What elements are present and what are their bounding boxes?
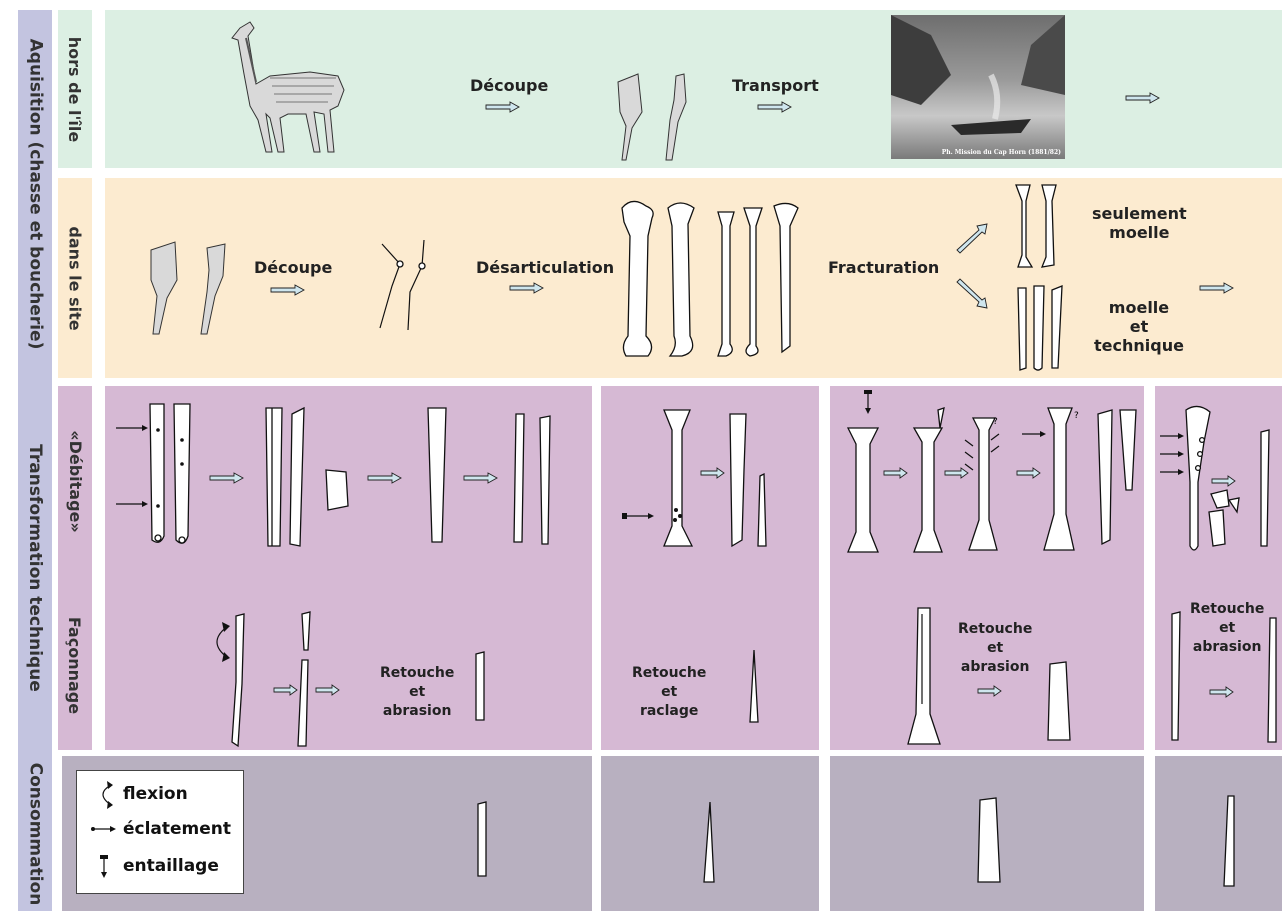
site-decoupe-label: Découpe (254, 258, 332, 277)
debitage-col4-arrow (1212, 476, 1236, 486)
svg-text:?: ? (1074, 411, 1079, 421)
faconnage-col3-tool (1040, 660, 1080, 746)
legend-eclatement: éclatement (91, 819, 231, 839)
debitage-col3-notched: ? (963, 410, 1023, 556)
debitage-col1-end (508, 412, 568, 546)
phase-consumption-label: Consommation (18, 756, 52, 911)
outside-arrow-3 (1126, 93, 1160, 103)
faconnage-col4-bone-a (1166, 610, 1186, 744)
canoe-drawing (891, 15, 1065, 159)
panel-consumption-col4 (1155, 756, 1282, 911)
phase-acquisition-label: Aquisition (chasse et boucherie) (18, 10, 52, 378)
outside-decoupe-label: Découpe (470, 76, 548, 95)
canoe-photo: Ph. Mission du Cap Horn (1881/82) (891, 15, 1065, 159)
svg-text:?: ? (993, 417, 998, 427)
row-label-site: dans le site (58, 178, 92, 378)
debitage-col1-arrow-2 (368, 473, 402, 483)
debitage-col1-split (262, 406, 362, 550)
debitage-col3-arrow-1 (884, 468, 908, 478)
row-label-faconnage: Façonnage (58, 580, 92, 750)
faconnage-col1-arrow-2 (316, 685, 340, 695)
outside-transport-label: Transport (732, 76, 819, 95)
site-long-bones (612, 196, 812, 362)
faconnage-col1-bone-a (228, 612, 252, 750)
outside-arrow-2 (758, 102, 792, 112)
debitage-col3-start (842, 388, 882, 556)
debitage-col1-half (424, 406, 454, 546)
faconnage-col1-tool (470, 650, 490, 724)
site-arrow-1 (271, 285, 305, 295)
faconnage-col4-arrow (1210, 687, 1234, 697)
photo-caption: Ph. Mission du Cap Horn (1881/82) (942, 149, 1061, 156)
eclatement-icon (91, 823, 117, 835)
debitage-col3-mid (908, 406, 948, 556)
faconnage-col3-bone (900, 604, 950, 750)
outside-arrow-1 (486, 102, 520, 112)
debitage-col1-arrow-3 (464, 473, 498, 483)
entaillage-icon (91, 853, 117, 879)
consumption-tool-3 (970, 796, 1010, 888)
debitage-col4-end (1255, 428, 1275, 550)
site-bones-marrow (1012, 181, 1072, 271)
site-bones-technique (1014, 284, 1074, 374)
debitage-col4-fragments (1205, 486, 1245, 550)
faconnage-col3-arrow (978, 686, 1002, 696)
consumption-tool-4 (1220, 794, 1240, 890)
flexion-icon (91, 779, 117, 809)
guanaco-skeleton (210, 14, 350, 154)
row-label-outside: hors de l'île (58, 10, 92, 168)
consumption-tool-1 (472, 800, 492, 880)
debitage-col2-arrow (701, 468, 725, 478)
site-limbs (145, 240, 245, 340)
faconnage-col1-bone-b (294, 610, 318, 750)
legend-flexion: flexion (91, 779, 188, 809)
site-fracturation-label: Fracturation (828, 258, 939, 277)
consumption-tool-2 (700, 800, 720, 886)
debitage-col1-start (112, 400, 202, 550)
debitage-col2-end (726, 410, 776, 552)
row-label-debitage: «Débitage» (58, 386, 92, 576)
debitage-col3-end: ? (1020, 404, 1140, 554)
legend-box: flexion éclatement entaillage (76, 770, 244, 894)
site-arrow-3 (1200, 283, 1234, 293)
outside-limbs (612, 72, 702, 167)
site-arrow-2 (510, 283, 544, 293)
phase-transformation-label: Transformation technique (18, 386, 52, 750)
faconnage-col2-tool (744, 648, 764, 726)
site-articulated-bones (370, 236, 440, 336)
site-split-arrows (955, 222, 991, 312)
faconnage-col4-tool (1262, 616, 1282, 746)
site-desarticulation-label: Désarticulation (476, 258, 614, 277)
debitage-col1-arrow-1 (210, 473, 244, 483)
debitage-col2-start (620, 406, 710, 556)
legend-entaillage: entaillage (91, 853, 219, 879)
